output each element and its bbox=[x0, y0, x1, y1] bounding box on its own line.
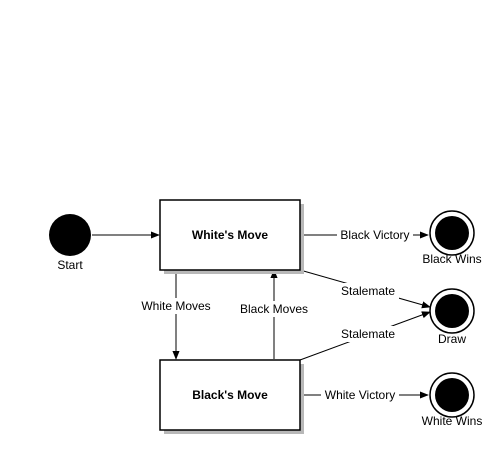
state-black-move-label: Black's Move bbox=[192, 388, 268, 402]
black-wins-node bbox=[429, 210, 475, 256]
transition-white-victory: White Victory bbox=[325, 388, 395, 402]
state-black-move bbox=[159, 359, 301, 431]
state-white-move-label: White's Move bbox=[192, 228, 269, 242]
state-white-move bbox=[159, 199, 301, 271]
transition-white-moves: White Moves bbox=[141, 299, 210, 313]
transition-black-victory: Black Victory bbox=[340, 228, 409, 242]
start-node bbox=[49, 214, 91, 256]
transition-stalemate-white: Stalemate bbox=[341, 284, 395, 298]
draw-label: Draw bbox=[438, 332, 466, 346]
transition-stalemate-black: Stalemate bbox=[341, 327, 395, 341]
white-wins-label: White Wins bbox=[422, 414, 483, 428]
transition-black-moves: Black Moves bbox=[240, 302, 308, 316]
draw-node bbox=[429, 288, 475, 334]
black-wins-label: Black Wins bbox=[422, 252, 481, 266]
white-wins-node bbox=[429, 372, 475, 418]
start-label: Start bbox=[57, 258, 83, 272]
